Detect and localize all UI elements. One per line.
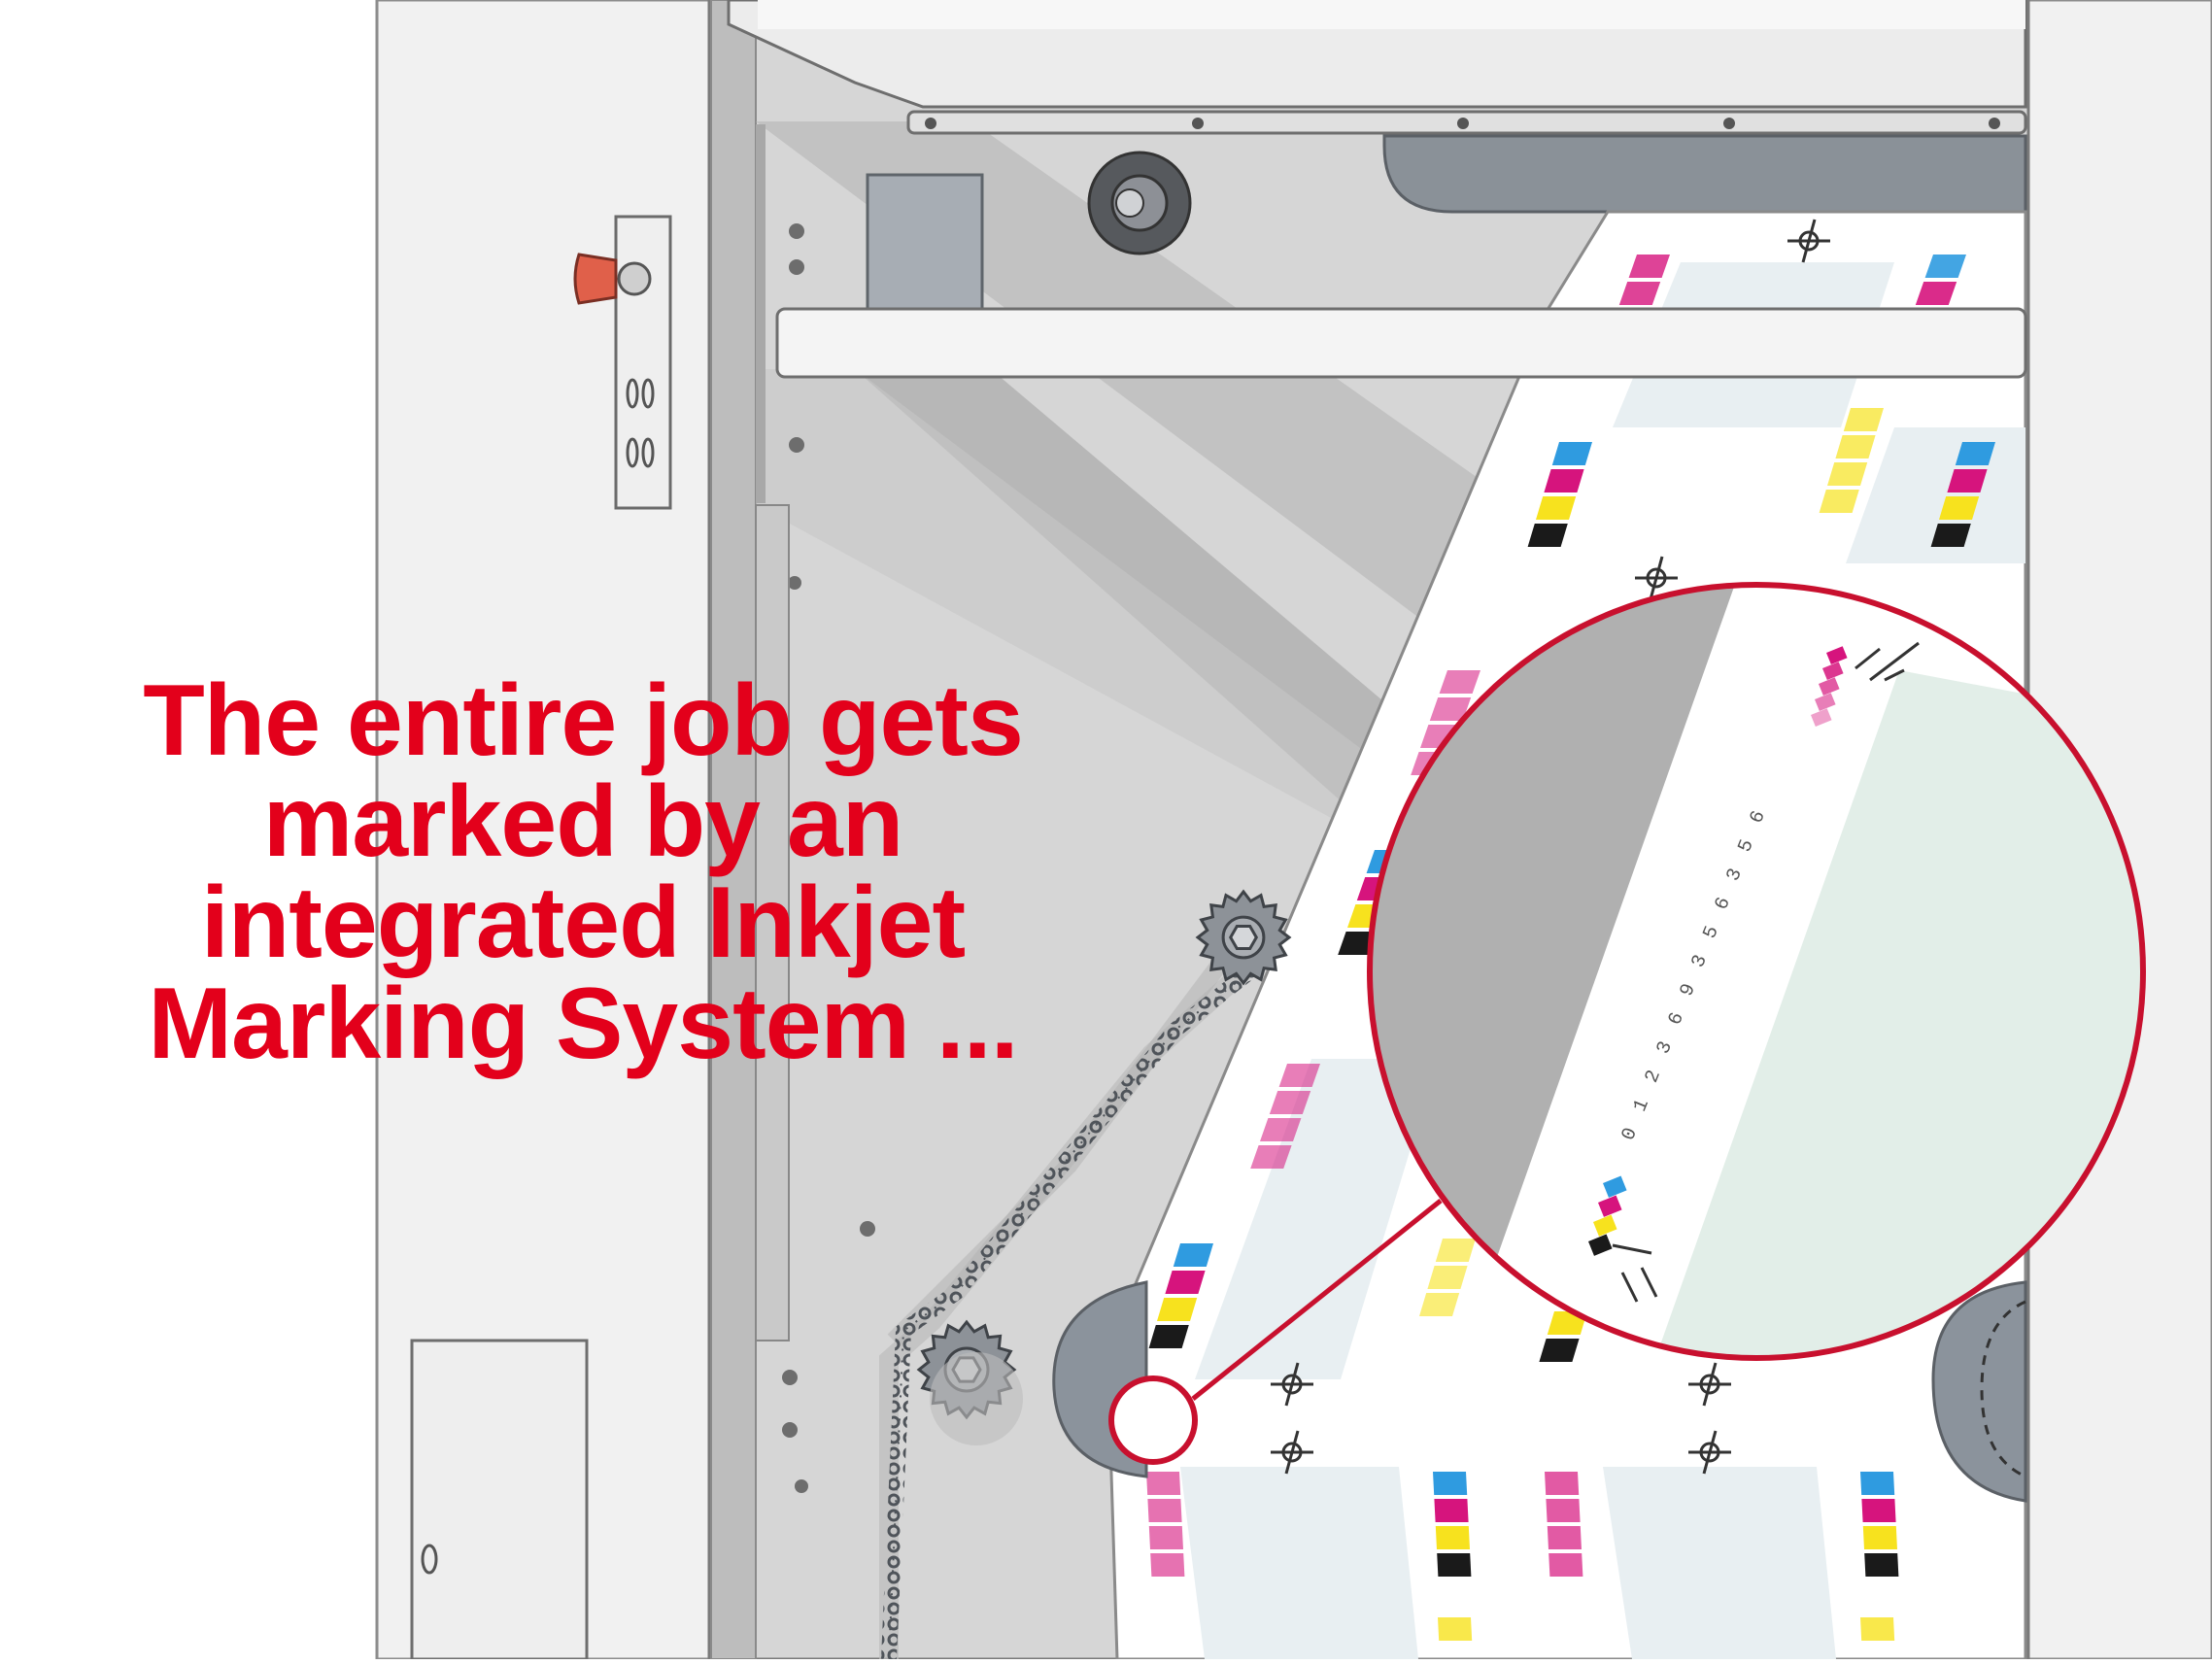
lower-roller-right (1931, 1280, 2027, 1503)
color-patch (1165, 1271, 1206, 1294)
color-patch (1939, 496, 1980, 520)
color-patch (1546, 1499, 1581, 1522)
color-patch (1435, 1239, 1476, 1262)
color-patch (1148, 1325, 1189, 1348)
color-patch (1930, 524, 1971, 547)
color-patch (1835, 435, 1876, 458)
registration-mark-icon (1688, 1362, 1731, 1407)
registration-mark-icon (1635, 556, 1678, 600)
color-patch (1862, 1526, 1897, 1549)
emergency-stop-icon (573, 215, 672, 510)
color-patch (1915, 282, 1957, 305)
color-patch (1618, 282, 1661, 305)
color-patch (1435, 1526, 1470, 1549)
caption-line: The entire job gets (143, 664, 1024, 777)
cabinet-door (410, 1339, 589, 1661)
color-patch (1827, 462, 1868, 486)
color-patch (1815, 693, 1836, 712)
color-patch (1260, 1118, 1302, 1141)
registration-mark-icon (1787, 219, 1830, 263)
inner-rail (756, 124, 766, 503)
color-patch (1147, 1499, 1182, 1522)
color-patch (1843, 408, 1884, 431)
color-patch (1860, 1617, 1895, 1641)
caption-text: The entire job gets marked by an integra… (92, 670, 1073, 1074)
color-patch (1864, 1553, 1899, 1577)
print-area (1195, 1059, 1438, 1379)
color-patch (1434, 1499, 1469, 1522)
color-patch (1598, 1195, 1622, 1217)
print-area (1180, 1467, 1418, 1659)
color-patch (1819, 677, 1840, 696)
registration-marks (1271, 219, 1830, 1475)
color-patch (1822, 662, 1844, 681)
color-patch (1427, 1266, 1468, 1289)
color-patch (1527, 524, 1568, 547)
color-patch (1547, 1526, 1582, 1549)
caption-line: integrated Inkjet (200, 866, 966, 979)
color-patch (1157, 1298, 1198, 1321)
color-patch (1628, 255, 1670, 278)
color-patch (1826, 646, 1848, 665)
color-patch (1439, 670, 1480, 694)
color-patch (1437, 1553, 1472, 1577)
caption-line: marked by an (262, 765, 904, 878)
hood-highlight (758, 0, 2025, 29)
color-patch (1148, 1526, 1183, 1549)
registration-mark-icon (1271, 1362, 1313, 1407)
color-patch (1269, 1091, 1311, 1114)
color-patch (1819, 490, 1859, 513)
registration-mark-icon (1688, 1430, 1731, 1475)
shadow-band-2 (855, 369, 1496, 835)
color-patch (1924, 255, 1966, 278)
sprocket-icon (1195, 889, 1292, 986)
magnifier-callout-icon: 0 1 2 3 6 9 3 5 6 3 5 6 (1108, 582, 2146, 1465)
color-patch (1860, 1472, 1895, 1495)
color-patch (1545, 1472, 1580, 1495)
sprocket-shadow (930, 1352, 1023, 1445)
registration-mark-icon (1271, 1430, 1313, 1475)
color-patch (1146, 1472, 1181, 1495)
color-patch (1588, 1234, 1613, 1256)
color-patch (1429, 697, 1472, 721)
color-patch (1603, 1175, 1627, 1198)
sensor-box (866, 173, 984, 313)
color-patch (1419, 1293, 1460, 1316)
color-patch (1551, 442, 1592, 465)
color-patch (1150, 1553, 1185, 1577)
color-patch (1250, 1145, 1292, 1169)
zoom-crop-marks (1612, 641, 1920, 1303)
caption-line: Marking System ... (148, 968, 1018, 1080)
shadow-band-3 (756, 369, 1399, 855)
color-patch (1536, 496, 1577, 520)
print-areas (1180, 262, 2025, 1659)
sprockets (916, 889, 1292, 1445)
color-patch (1593, 1214, 1617, 1237)
color-patch (1438, 1617, 1473, 1641)
hood-bolts (925, 118, 2000, 129)
zoom-color-strip (1588, 646, 1848, 1256)
color-patch (1947, 469, 1988, 492)
print-area (1603, 1467, 1836, 1659)
color-patch (1548, 1553, 1583, 1577)
color-patch (1173, 1243, 1213, 1267)
chain-drive (879, 927, 1268, 1660)
upper-roller-housing (1382, 134, 2027, 214)
color-patch (1433, 1472, 1468, 1495)
cross-beam (775, 307, 2027, 379)
color-patch (1861, 1499, 1896, 1522)
color-patch (1811, 708, 1832, 728)
color-patch (1539, 1339, 1580, 1362)
door-lock (421, 1544, 438, 1575)
frame-step (755, 504, 790, 1341)
color-patch (1955, 442, 1995, 465)
color-patch (1278, 1064, 1320, 1087)
frame-holes (782, 223, 875, 1493)
color-patch (1544, 469, 1584, 492)
